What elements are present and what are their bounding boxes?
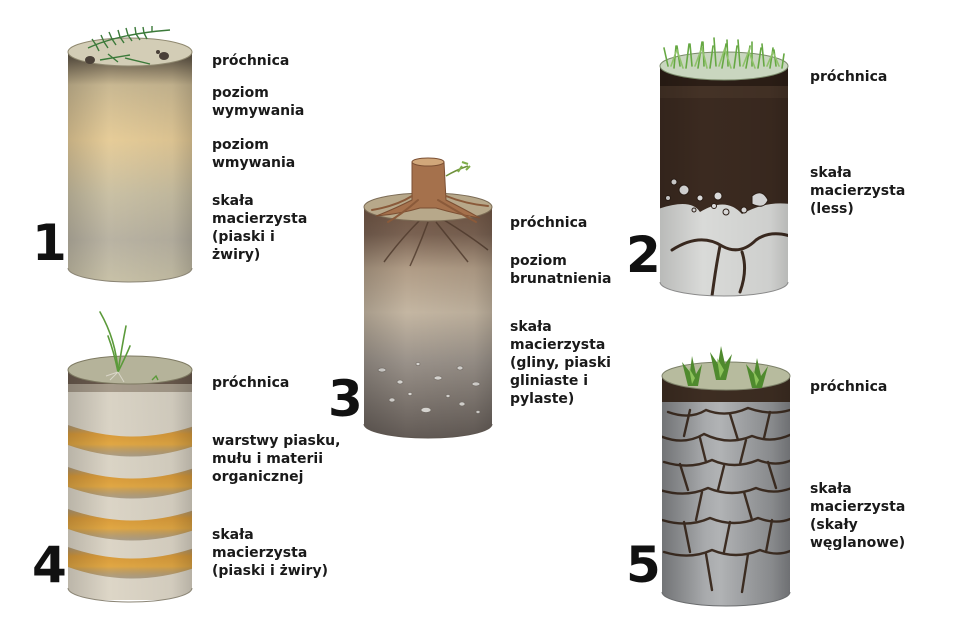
label-p1-illuvial-horizon: poziom wmywania <box>212 137 296 171</box>
profile-number-2: 2 <box>626 226 661 284</box>
soil-profile-1 <box>67 26 193 283</box>
label-p1-parent-rock: skała macierzysta (piaski i żwiry) <box>212 193 308 263</box>
label-p3-brown-horizon: poziom brunatnienia <box>510 253 612 287</box>
label-p2-humus: próchnica <box>810 69 888 85</box>
profile-number-4: 4 <box>32 536 67 594</box>
label-p5-parent-rock: skała macierzysta (skały węglanowe) <box>810 481 906 551</box>
soil-profile-2 <box>659 37 789 297</box>
profile-number-3: 3 <box>328 370 363 428</box>
label-p3-parent-rock: skała macierzysta (gliny, piaski glinias… <box>510 319 611 407</box>
label-p2-parent-rock: skała macierzysta (less) <box>810 165 906 217</box>
label-p5-humus: próchnica <box>810 379 888 395</box>
label-p4-humus: próchnica <box>212 375 290 391</box>
soil-profile-3 <box>363 157 493 439</box>
soil-profile-4 <box>67 311 193 603</box>
label-p1-eluvial-horizon: poziom wymywania <box>212 85 305 119</box>
soil-profile-5 <box>661 346 791 607</box>
profile-number-5: 5 <box>626 536 661 594</box>
label-p3-humus: próchnica <box>510 215 588 231</box>
label-p1-humus: próchnica <box>212 53 290 69</box>
label-p4-layers: warstwy piasku, mułu i materii organiczn… <box>212 433 341 485</box>
profile-number-1: 1 <box>32 214 67 272</box>
label-p4-parent-rock: skała macierzysta (piaski i żwiry) <box>212 527 328 579</box>
